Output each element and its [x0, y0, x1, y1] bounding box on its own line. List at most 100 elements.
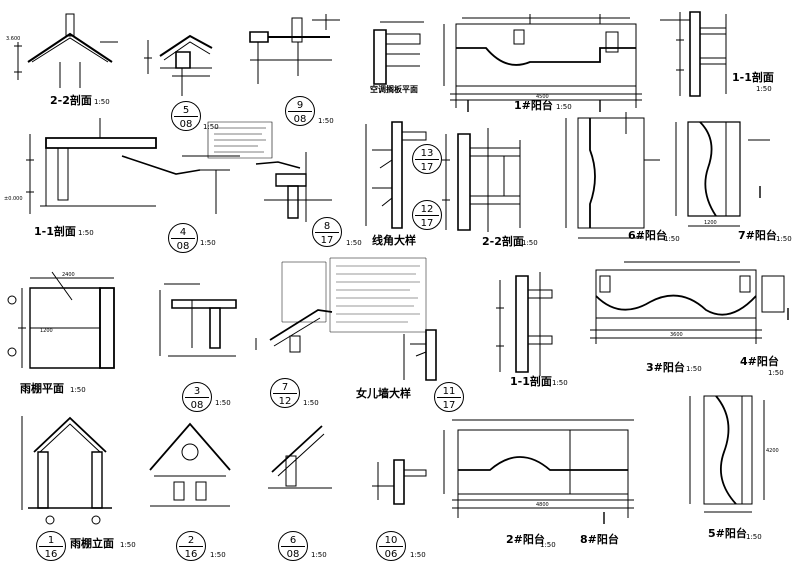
- balcony-7-drawing: [676, 122, 770, 226]
- bubble-sheet: 08: [286, 549, 300, 560]
- title-balcony-1: 1#阳台: [514, 99, 553, 112]
- title-balcony-7: 7#阳台: [738, 229, 777, 242]
- scale-balcony-4: 1:50: [768, 369, 784, 377]
- title-section-1-1-mid: 1-1剖面: [510, 375, 552, 388]
- detail-3-drawing: [160, 284, 236, 356]
- bubble-sheet: 16: [44, 549, 58, 560]
- dim-balcony-3-total: 3600: [670, 332, 683, 338]
- detail-bubble-11-17: 11 17: [434, 382, 464, 412]
- section-1-1-left-drawing: [26, 118, 156, 214]
- bubble-number: 10: [384, 535, 398, 546]
- bubble-sheet: 08: [293, 114, 307, 125]
- title-ac-panel: 空调搁板平面: [370, 85, 418, 94]
- bubble-number: 2: [187, 535, 195, 546]
- balcony-3-drawing: [590, 262, 784, 344]
- title-section-2-2-mid: 2-2剖面: [482, 235, 524, 248]
- detail-9-drawing: [250, 14, 340, 84]
- scale-detail-10: 1:50: [410, 551, 426, 559]
- scale-detail-8: 1:50: [346, 239, 362, 247]
- scale-balcony-7: 1:50: [776, 235, 792, 243]
- bubble-sheet: 17: [420, 218, 434, 229]
- balcony-1-drawing: [444, 14, 642, 108]
- elev-level-a: 3.600: [6, 36, 20, 42]
- dim-canopy-width: 2400: [62, 272, 75, 278]
- detail-8-drawing: [208, 122, 332, 222]
- canopy-plan-drawing: [8, 272, 114, 368]
- scale-detail-9: 1:50: [318, 117, 334, 125]
- title-section-2-2-top: 2-2剖面: [50, 94, 92, 107]
- title-section-1-1-top-right: 1-1剖面: [732, 71, 774, 84]
- detail-6-drawing: [268, 426, 332, 488]
- detail-bubble-13-17: 13 17: [412, 144, 442, 174]
- detail-bubble-3-08: 3 08: [182, 382, 212, 412]
- detail-bubble-7-12: 7 12: [270, 378, 300, 408]
- scale-detail-6: 1:50: [311, 551, 327, 559]
- detail-bubble-5-08: 5 08: [171, 101, 201, 131]
- scale-canopy-elevation: 1:50: [120, 541, 136, 549]
- detail-bubble-10-06: 10 06: [376, 531, 406, 561]
- title-cornice-detail: 线角大样: [372, 234, 416, 247]
- bubble-number: 8: [323, 221, 331, 232]
- scale-detail-4: 1:50: [200, 239, 216, 247]
- detail-bubble-9-08: 9 08: [285, 96, 315, 126]
- scale-balcony-1: 1:50: [556, 103, 572, 111]
- bubble-sheet: 12: [278, 396, 292, 407]
- title-canopy-plan: 雨棚平面: [20, 382, 64, 395]
- balcony-2-8-drawing: [444, 420, 634, 518]
- title-parapet-detail: 女儿墙大样: [356, 387, 411, 400]
- title-balcony-4: 4#阳台: [740, 355, 779, 368]
- section-2-2-top-drawing: [14, 14, 118, 88]
- detail-7-drawing: [256, 262, 332, 352]
- dim-canopy-depth: 1200: [40, 328, 53, 334]
- dim-balcony-2-total: 4800: [536, 502, 549, 508]
- title-balcony-3: 3#阳台: [646, 361, 685, 374]
- bubble-number: 12: [420, 204, 434, 215]
- cornice-detail-drawing: [366, 122, 426, 228]
- balcony-5-drawing: [690, 396, 764, 512]
- scale-balcony-5: 1:50: [746, 533, 762, 541]
- section-cut-marks: [468, 100, 788, 524]
- title-balcony-8: 8#阳台: [580, 533, 619, 546]
- title-balcony-5: 5#阳台: [708, 527, 747, 540]
- scale-section-2-2-mid: 1:50: [522, 239, 538, 247]
- bubble-number: 3: [193, 386, 201, 397]
- detail-bubble-8-17: 8 17: [312, 217, 342, 247]
- bubble-number: 4: [179, 227, 187, 238]
- parapet-detail-drawing: [330, 258, 436, 380]
- bubble-number: 1: [47, 535, 55, 546]
- detail-10-drawing: [372, 460, 426, 504]
- detail-bubble-4-08: 4 08: [168, 223, 198, 253]
- scale-detail-7: 1:50: [303, 399, 319, 407]
- title-section-1-1-left: 1-1剖面: [34, 225, 76, 238]
- scale-detail-5: 1:50: [203, 123, 219, 131]
- bubble-sheet: 17: [442, 400, 456, 411]
- section-1-1-top-right-drawing: [660, 12, 726, 96]
- bubble-number: 5: [182, 105, 190, 116]
- bubble-sheet: 17: [420, 162, 434, 173]
- scale-section-1-1-left: 1:50: [78, 229, 94, 237]
- bubble-sheet: 08: [190, 400, 204, 411]
- ac-panel-drawing: [374, 22, 424, 84]
- scale-section-1-1-mid: 1:50: [552, 379, 568, 387]
- detail-bubble-12-17: 12 17: [412, 200, 442, 230]
- scale-section-1-1-top-right: 1:50: [756, 85, 772, 93]
- section-2-2-mid-drawing: [442, 128, 520, 232]
- scale-balcony-6: 1:50: [664, 235, 680, 243]
- bubble-sheet: 17: [320, 235, 334, 246]
- title-balcony-2: 2#阳台: [506, 533, 545, 546]
- detail-bubble-6-08: 6 08: [278, 531, 308, 561]
- title-canopy-elevation: 雨棚立面: [70, 537, 114, 550]
- scale-section-2-2-top: 1:50: [94, 98, 110, 106]
- detail-4-drawing: [122, 156, 240, 214]
- dim-balcony-7-width: 1200: [704, 220, 717, 226]
- title-balcony-6: 6#阳台: [628, 229, 667, 242]
- scale-detail-3: 1:50: [215, 399, 231, 407]
- bubble-sheet: 16: [184, 549, 198, 560]
- scale-balcony-2-8: 1:50: [540, 541, 556, 549]
- scale-canopy-plan: 1:50: [70, 386, 86, 394]
- bubble-number: 9: [296, 100, 304, 111]
- scale-balcony-3: 1:50: [686, 365, 702, 373]
- bubble-number: 13: [420, 148, 434, 159]
- elev-level-b: ±0.000: [4, 196, 23, 202]
